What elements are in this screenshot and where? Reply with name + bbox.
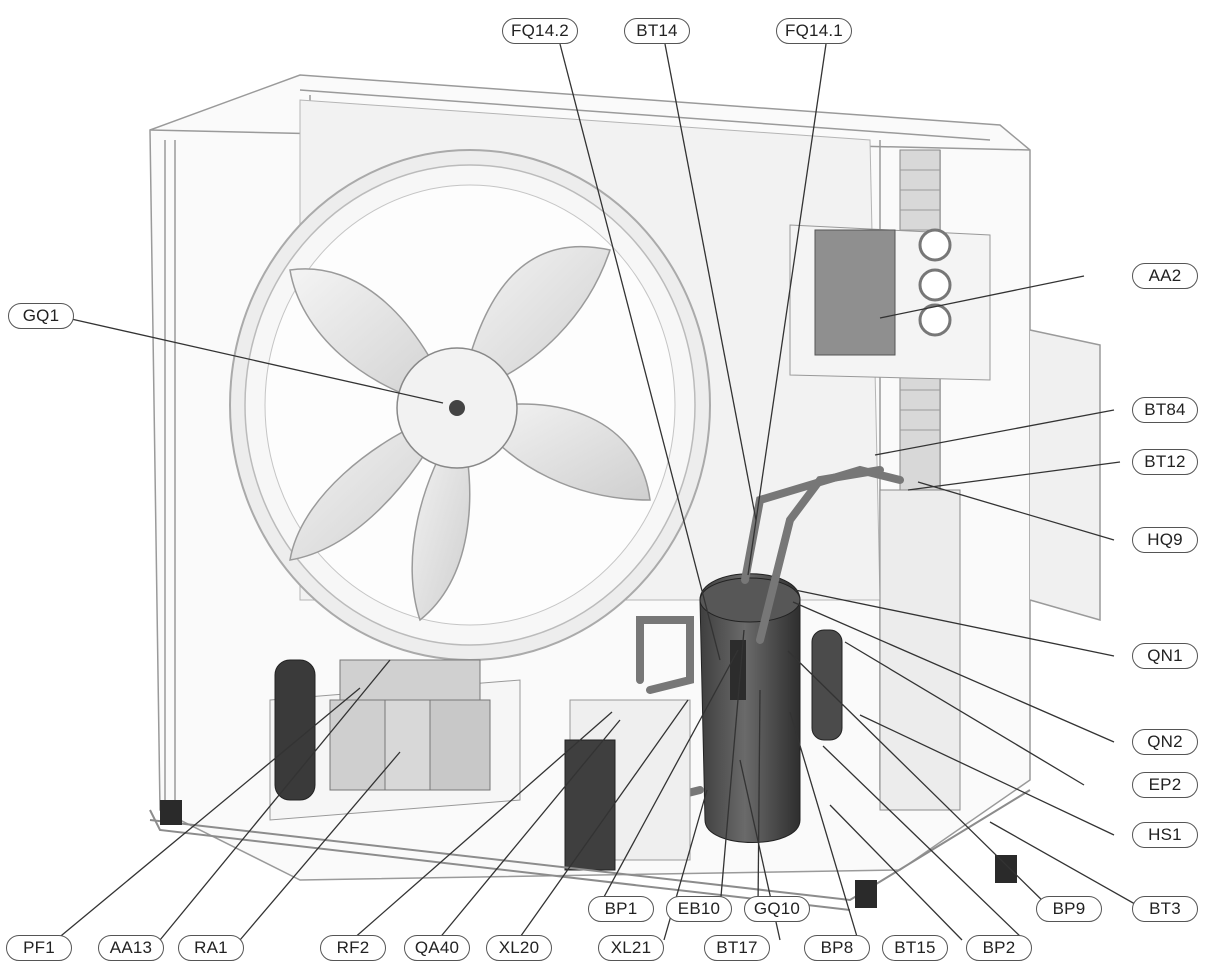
label-bt84: BT84 [1132,397,1198,423]
label-bp9: BP9 [1036,896,1102,922]
condenser [879,489,961,811]
label-ep2: EP2 [1132,772,1198,798]
label-gq1: GQ1 [8,303,74,329]
label-qa40: QA40 [404,935,470,961]
label-bt15: BT15 [882,935,948,961]
filter-drier [811,629,843,741]
label-ra1: RA1 [178,935,244,961]
label-hq9: HQ9 [1132,527,1198,553]
label-qn1: QN1 [1132,643,1198,669]
label-aa13: AA13 [98,935,164,961]
adjustable-feet [160,800,1017,908]
label-pf1: PF1 [6,935,72,961]
label-aa2: AA2 [1132,263,1198,289]
electrical-assembly [269,659,521,821]
label-eb10: EB10 [666,896,732,922]
label-bt14: BT14 [624,18,690,44]
label-xl21: XL21 [598,935,664,961]
label-fq14-1: FQ14.1 [776,18,852,44]
leader-lines [55,43,1143,941]
label-rf2: RF2 [320,935,386,961]
label-bt12: BT12 [1132,449,1198,475]
label-bp8: BP8 [804,935,870,961]
label-bt3: BT3 [1132,896,1198,922]
control-board [789,224,991,381]
label-bp2: BP2 [966,935,1032,961]
label-fq14-2: FQ14.2 [502,18,578,44]
base [149,789,1031,911]
label-qn2: QN2 [1132,729,1198,755]
label-bp1: BP1 [588,896,654,922]
fan-assembly [229,149,711,661]
label-hs1: HS1 [1132,822,1198,848]
label-xl20: XL20 [486,935,552,961]
label-bt17: BT17 [704,935,770,961]
label-gq10: GQ10 [744,896,810,922]
